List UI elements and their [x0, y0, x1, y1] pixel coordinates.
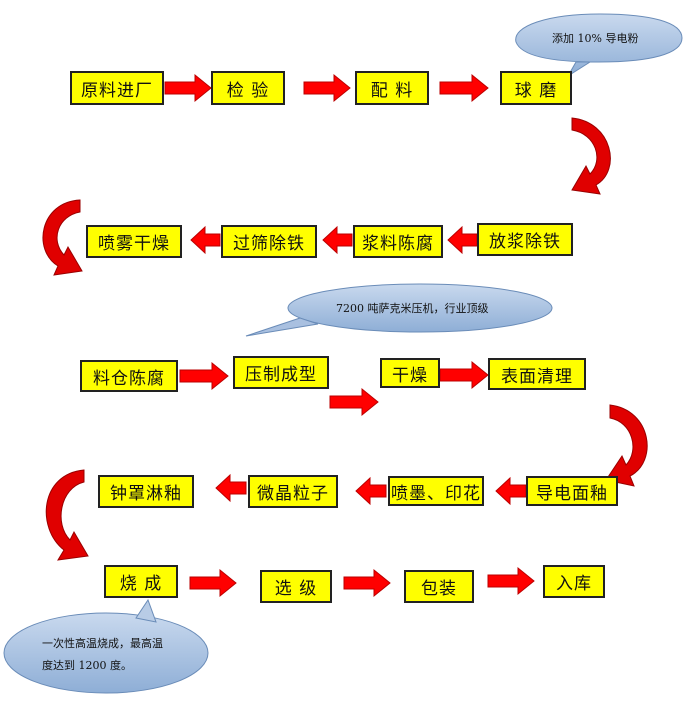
step-slurry-aging: 浆料陈腐	[353, 225, 443, 258]
step-conductive-glaze: 导电面釉	[526, 476, 618, 506]
step-micro-crystal-particles: 微晶粒子	[248, 475, 338, 508]
step-drying: 干燥	[380, 358, 440, 388]
arrow-right-7	[189, 568, 237, 598]
note-text-firing-line2: 度达到 1200 度。	[42, 658, 132, 672]
step-slurry-iron-removal: 放浆除铁	[477, 223, 573, 256]
step-ball-milling: 球 磨	[500, 71, 572, 105]
arrow-right-8	[343, 568, 391, 598]
arrow-left-2	[322, 225, 353, 255]
step-silo-aging: 料仓陈腐	[80, 360, 178, 392]
curved-arrow-left-1	[42, 199, 83, 276]
note-text-press: 7200 吨萨克米压机，行业顶级	[336, 301, 489, 315]
curved-arrow-left-2	[45, 469, 89, 561]
step-spray-drying: 喷雾干燥	[86, 225, 182, 258]
step-warehousing: 入库	[543, 565, 605, 598]
arrow-left-4	[495, 476, 527, 506]
note-bubble-firing: 一次性高温烧成，最高温 度达到 1200 度。	[3, 598, 209, 694]
arrow-left-3	[190, 225, 221, 255]
step-inkjet-printing: 喷墨、印花	[388, 476, 484, 506]
curved-arrow-right-1	[571, 117, 611, 195]
note-bubble-powder: 添加 10% 导电粉	[515, 13, 683, 77]
arrow-right-2	[303, 73, 351, 103]
arrow-left-6	[215, 473, 247, 503]
arrow-right-1	[164, 73, 212, 103]
arrow-right-6	[439, 360, 489, 390]
step-bell-glazing: 钟罩淋釉	[98, 475, 194, 508]
arrow-left-5	[355, 476, 387, 506]
curved-arrow-right-2	[605, 404, 648, 487]
arrow-right-4	[179, 361, 229, 391]
arrow-right-5	[329, 387, 379, 417]
step-grading: 选 级	[260, 570, 332, 603]
note-text-firing-line1: 一次性高温烧成，最高温	[42, 636, 163, 650]
step-packaging: 包装	[404, 570, 474, 603]
note-bubble-press: 7200 吨萨克米压机，行业顶级	[245, 283, 553, 337]
note-text-powder: 添加 10% 导电粉	[552, 31, 638, 45]
step-raw-material-entry: 原料进厂	[70, 71, 164, 105]
step-sieving-iron-removal: 过筛除铁	[221, 225, 317, 258]
step-firing: 烧 成	[104, 565, 178, 598]
step-inspection: 检 验	[211, 71, 285, 105]
step-surface-cleaning: 表面清理	[488, 358, 586, 390]
arrow-left-1	[447, 225, 478, 255]
arrow-right-9	[487, 566, 535, 596]
arrow-right-3	[439, 73, 489, 103]
step-press-forming: 压制成型	[233, 356, 329, 389]
step-batching: 配 料	[355, 71, 429, 105]
